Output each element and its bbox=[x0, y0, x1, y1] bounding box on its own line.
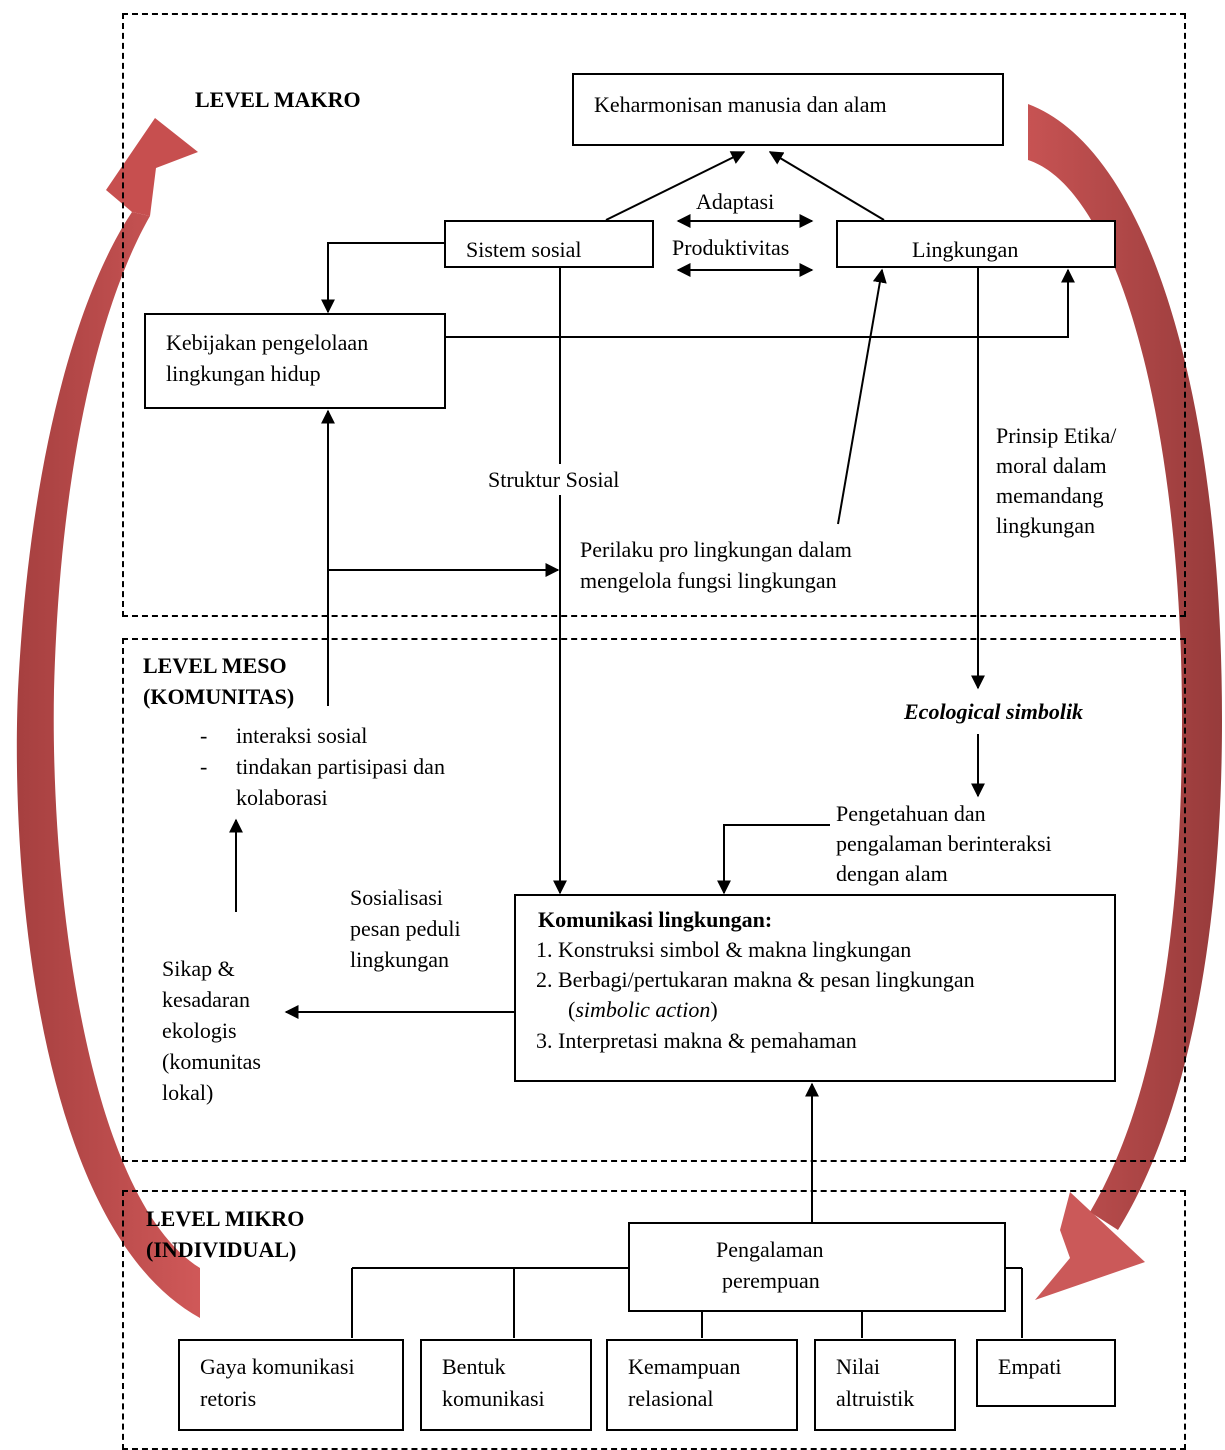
komunikasi-item-2b-italic: simbolic action bbox=[575, 997, 711, 1022]
level-meso-frame bbox=[122, 638, 1186, 1162]
gaya-label-1: Gaya komunikasi bbox=[200, 1354, 355, 1379]
bentuk-komunikasi-box: Bentuk komunikasi bbox=[420, 1339, 592, 1431]
sikap-label-2: kesadaran bbox=[162, 987, 250, 1012]
kebijakan-box: Kebijakan pengelolaan lingkungan hidup bbox=[144, 313, 446, 409]
kemampuan-label-2: relasional bbox=[628, 1386, 714, 1411]
empati-label: Empati bbox=[998, 1354, 1062, 1379]
bentuk-label-1: Bentuk bbox=[442, 1354, 506, 1379]
bullet-dash-1: - bbox=[200, 723, 208, 748]
komunikasi-title: Komunikasi lingkungan: bbox=[538, 907, 773, 932]
keharmonisan-box: Keharmonisan manusia dan alam bbox=[572, 73, 1004, 146]
komunikasi-lingkungan-box: Komunikasi lingkungan: 1. Konstruksi sim… bbox=[514, 894, 1116, 1082]
perilaku-label-2: mengelola fungsi lingkungan bbox=[580, 568, 837, 593]
cycle-arrow-left-head bbox=[106, 118, 198, 216]
komunikasi-item-1: 1. Konstruksi simbol & makna lingkungan bbox=[536, 937, 912, 962]
tindakan-label-2: kolaborasi bbox=[236, 785, 328, 810]
prinsip-etika-2: moral dalam bbox=[996, 450, 1107, 481]
empati-box: Empati bbox=[976, 1339, 1116, 1407]
prinsip-etika-3: memandang bbox=[996, 480, 1104, 511]
kemampuan-label-1: Kemampuan bbox=[628, 1354, 741, 1379]
interaksi-sosial-label: interaksi sosial bbox=[236, 723, 368, 748]
gaya-label-2: retoris bbox=[200, 1386, 257, 1411]
komunikasi-item-2b: (simbolic action) bbox=[568, 994, 718, 1025]
pengetahuan-label-3: dengan alam bbox=[836, 861, 948, 886]
perilaku-label-1: Perilaku pro lingkungan dalam bbox=[580, 537, 852, 562]
ecological-simbolik-label: Ecological simbolik bbox=[904, 699, 1084, 724]
sosialisasi-label-1: Sosialisasi bbox=[350, 885, 443, 910]
sikap-label-5: lokal) bbox=[162, 1080, 214, 1105]
kebijakan-label-1: Kebijakan pengelolaan bbox=[166, 330, 369, 355]
prinsip-etika-4: lingkungan bbox=[996, 510, 1095, 541]
struktur-sosial-label: Struktur Sosial bbox=[488, 464, 620, 495]
bullet-dash-2: - bbox=[200, 754, 208, 779]
pengalaman-label-1: Pengalaman bbox=[716, 1237, 824, 1262]
nilai-label-1: Nilai bbox=[836, 1354, 880, 1379]
komunikasi-item-2: 2. Berbagi/pertukaran makna & pesan ling… bbox=[536, 967, 975, 992]
prinsip-etika-1: Prinsip Etika/ bbox=[996, 420, 1117, 451]
lingkungan-label: Lingkungan bbox=[912, 237, 1019, 262]
cycle-arrow-right bbox=[1028, 104, 1222, 1230]
pengetahuan-label-2: pengalaman berinteraksi bbox=[836, 831, 1052, 856]
komunikasi-item-2b-close: ) bbox=[710, 997, 718, 1022]
level-mikro-label: LEVEL MIKRO bbox=[146, 1206, 305, 1231]
level-mikro-sublabel: (INDIVIDUAL) bbox=[146, 1237, 297, 1262]
nilai-label-2: altruistik bbox=[836, 1386, 915, 1411]
sosialisasi-label-3: lingkungan bbox=[350, 947, 449, 972]
cycle-arrow-right-head bbox=[1035, 1192, 1145, 1300]
level-meso-label: LEVEL MESO bbox=[143, 653, 287, 678]
nilai-altruistik-box: Nilai altruistik bbox=[814, 1339, 956, 1431]
komunikasi-item-3: 3. Interpretasi makna & pemahaman bbox=[536, 1028, 857, 1053]
komunikasi-item-2b-open: ( bbox=[568, 997, 576, 1022]
keharmonisan-label: Keharmonisan manusia dan alam bbox=[594, 92, 887, 117]
sikap-label-4: (komunitas bbox=[162, 1049, 261, 1074]
sikap-label-3: ekologis bbox=[162, 1018, 237, 1043]
pengalaman-label-2: perempuan bbox=[722, 1268, 820, 1293]
level-meso-sublabel: (KOMUNITAS) bbox=[143, 684, 295, 709]
level-makro-frame bbox=[122, 13, 1186, 617]
pengetahuan-label-1: Pengetahuan dan bbox=[836, 801, 986, 826]
sistem-sosial-box: Sistem sosial bbox=[444, 220, 654, 268]
kemampuan-relasional-box: Kemampuan relasional bbox=[606, 1339, 798, 1431]
sistem-sosial-label: Sistem sosial bbox=[466, 237, 582, 262]
tindakan-label-1: tindakan partisipasi dan bbox=[236, 754, 445, 779]
pengalaman-perempuan-box: Pengalaman perempuan bbox=[628, 1222, 1006, 1312]
level-makro-label: LEVEL MAKRO bbox=[195, 87, 361, 112]
sikap-label-1: Sikap & bbox=[162, 956, 235, 981]
sosialisasi-label-2: pesan peduli bbox=[350, 916, 461, 941]
bentuk-label-2: komunikasi bbox=[442, 1386, 545, 1411]
lingkungan-box: Lingkungan bbox=[836, 220, 1116, 268]
cycle-arrow-left bbox=[16, 212, 200, 1318]
kebijakan-label-2: lingkungan hidup bbox=[166, 361, 321, 386]
adaptasi-label: Adaptasi bbox=[696, 189, 775, 214]
produktivitas-label: Produktivitas bbox=[672, 235, 790, 260]
gaya-komunikasi-box: Gaya komunikasi retoris bbox=[178, 1339, 404, 1431]
